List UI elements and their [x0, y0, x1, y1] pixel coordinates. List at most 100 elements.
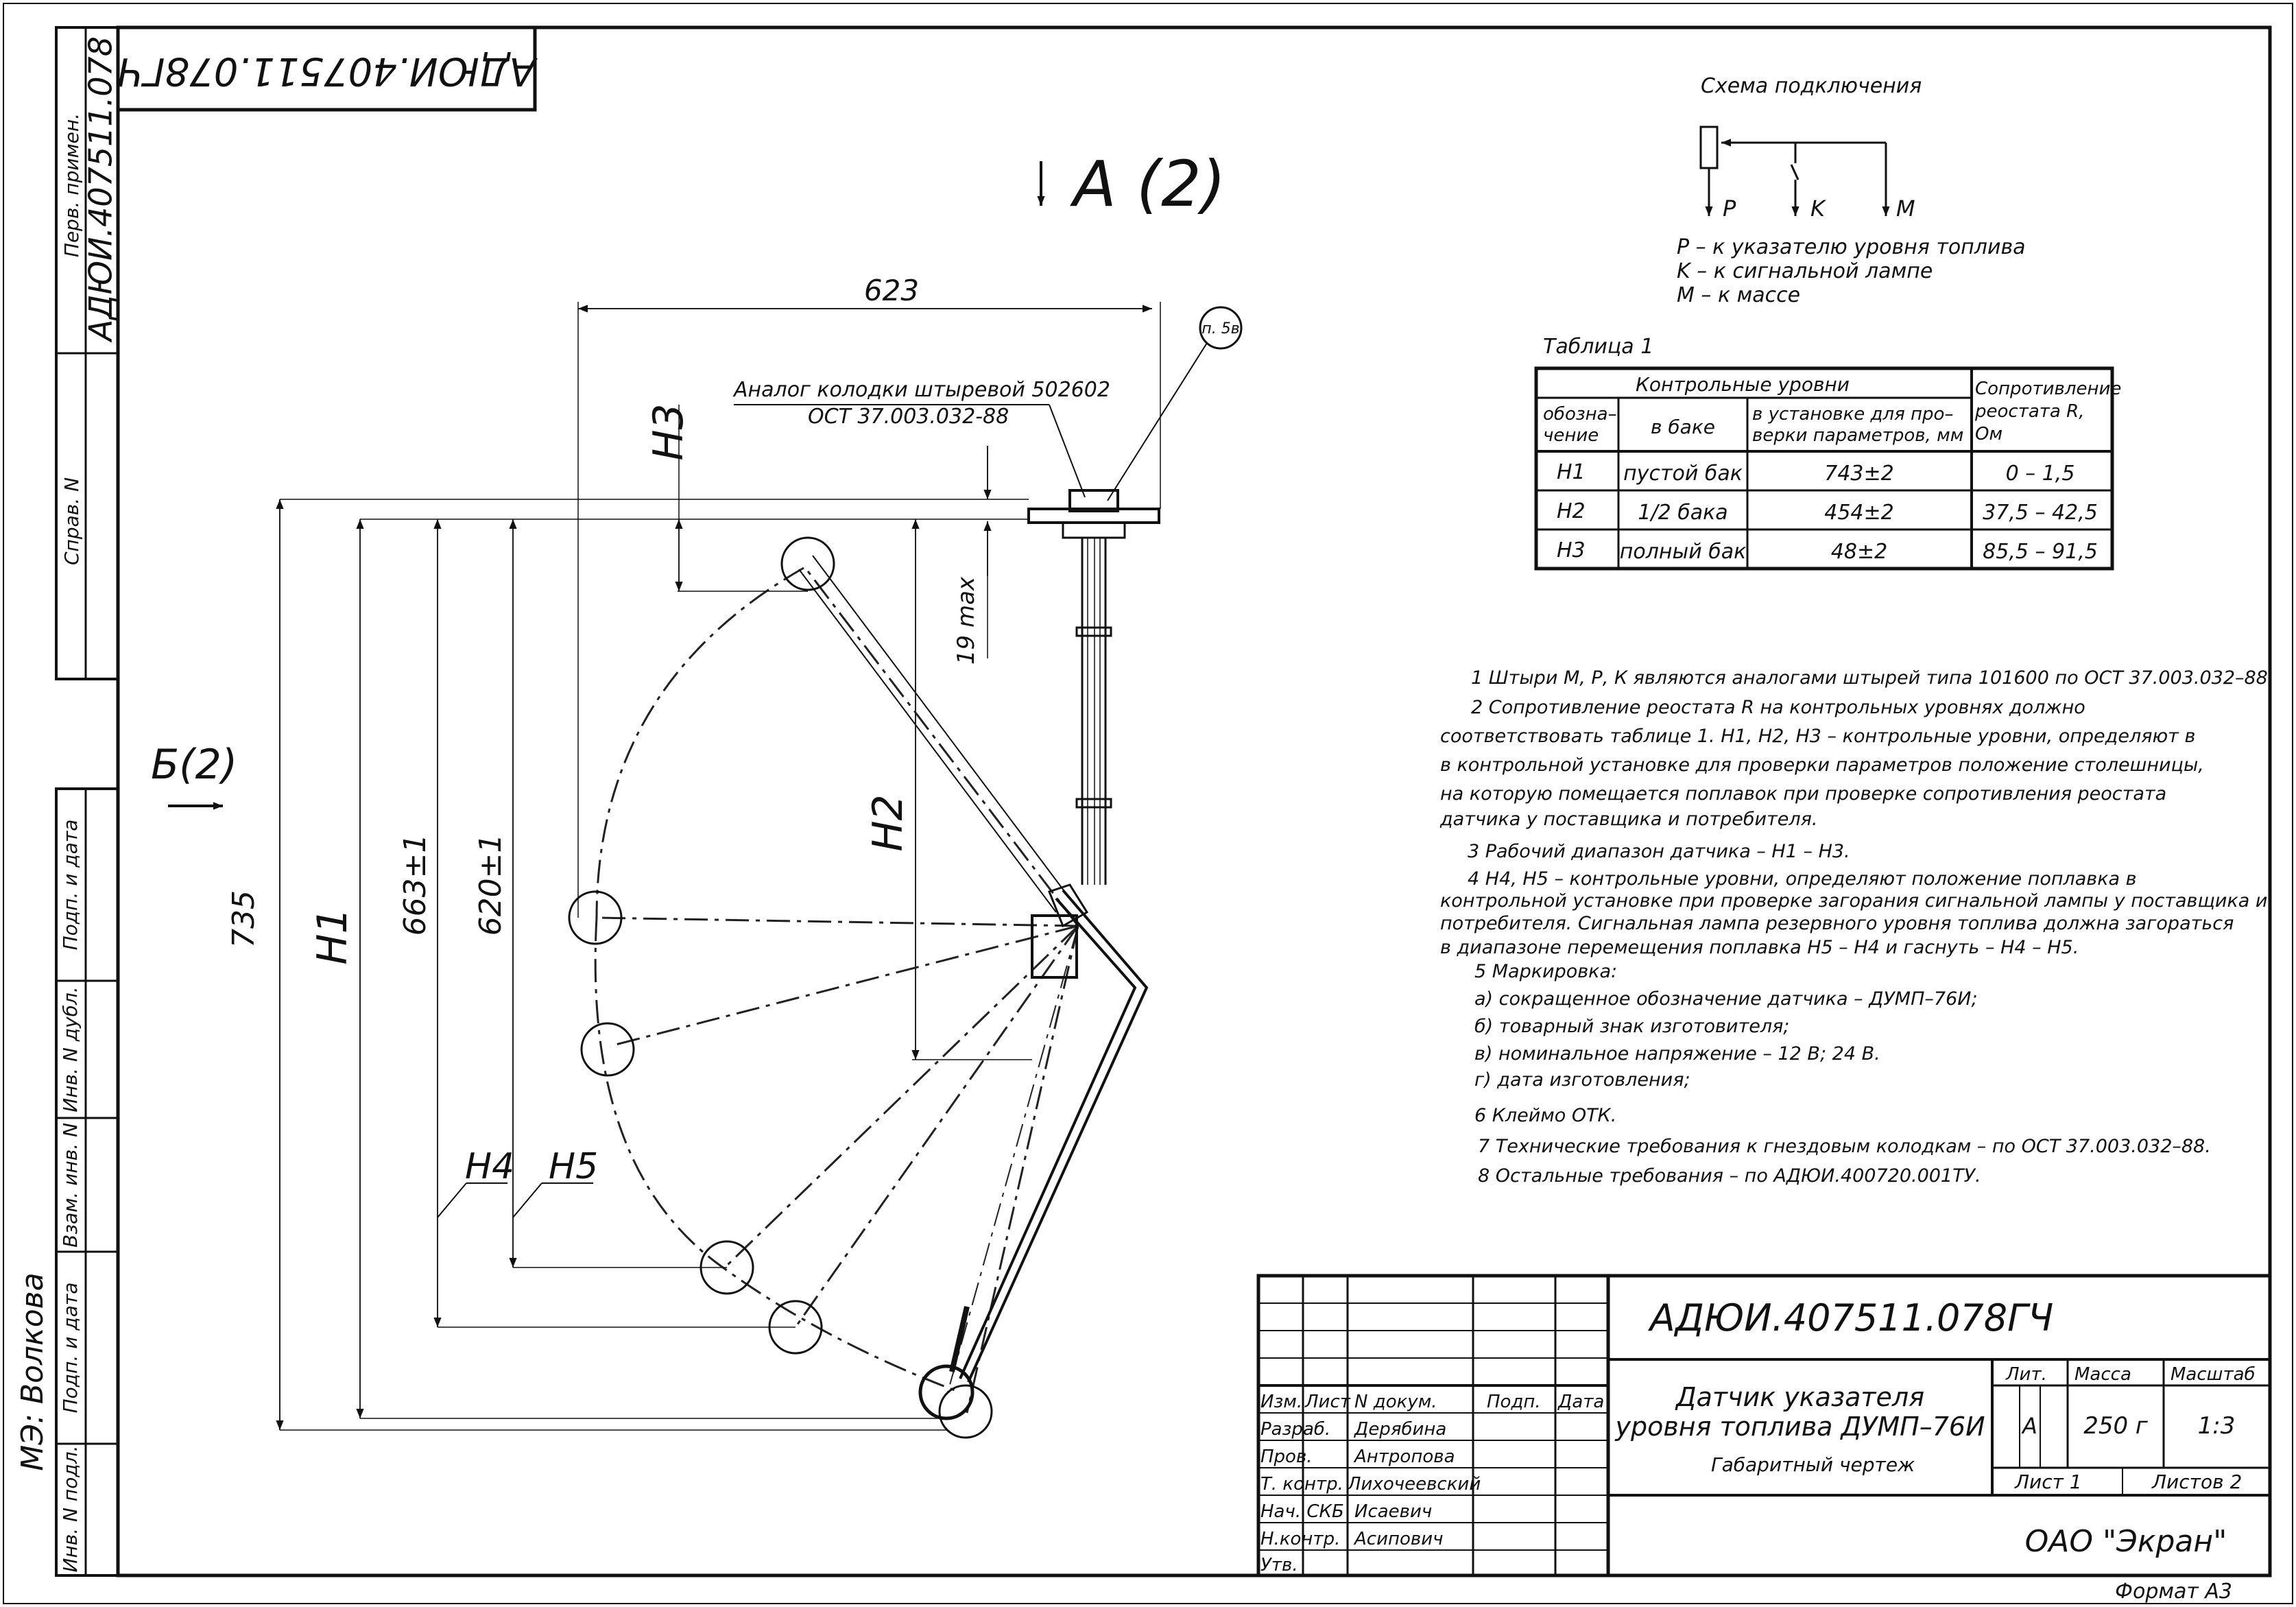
connector-block	[1068, 489, 1119, 512]
podp-data-label-1: Подп. и дата	[59, 820, 82, 951]
tb-lit-value: А	[2021, 1413, 2037, 1439]
scheme-legend-p: P – к указателю уровня топлива	[1677, 235, 2026, 259]
scheme-p-label: P	[1723, 195, 1736, 222]
table-col-setup-1: в установке для про–	[1752, 404, 1953, 425]
technical-notes: 1 Штыри М, Р, К являются аналогами штыре…	[1439, 667, 2273, 1187]
table-header-levels: Контрольные уровни	[1636, 373, 1850, 396]
title-block: Изм. Лист N докум. Подп. Дата Разраб. Де…	[1256, 1274, 2272, 1578]
table-row-2-resist: 37,5 – 42,5	[1983, 501, 2098, 525]
note-line: соответствовать таблице 1. H1, H2, H3 – …	[1440, 726, 2195, 747]
dim-h3-label: H3	[645, 403, 693, 460]
connector-note-line1: Аналог колодки штыревой 502602	[732, 378, 1110, 402]
table-row-2-desig: H2	[1557, 499, 1586, 523]
tb-product-line2: уровня топлива ДУМП–76И	[1615, 1412, 1985, 1442]
scheme-title: Схема подключения	[1701, 74, 1922, 98]
radial-line-5	[794, 925, 1079, 1328]
connector-note-leader	[1049, 404, 1086, 498]
table-row-2-tank: 1/2 бака	[1638, 501, 1727, 525]
table-row-3-resist: 85,5 – 91,5	[1983, 540, 2098, 564]
view-a-marker: А (2)	[1037, 147, 1226, 221]
tb-hdr-list: Лист	[1304, 1392, 1351, 1412]
callout-leader	[1107, 342, 1208, 501]
lever-tip	[949, 1306, 970, 1372]
radial-line-7	[947, 925, 1079, 1393]
side-stamp-text: АДЮИ.407511.078	[82, 36, 119, 343]
tb-name-4: Исаевич	[1354, 1501, 1432, 1522]
tb-role-6: Утв.	[1260, 1555, 1298, 1575]
dim-h2-label: H2	[864, 794, 912, 851]
table-header-resist-1: Сопротивление	[1975, 379, 2121, 399]
float-position-mid	[580, 1022, 635, 1077]
note-line: в) номинальное напряжение – 12 В; 24 В.	[1474, 1043, 1880, 1064]
note-line: на которую помещается поплавок при прове…	[1440, 783, 2166, 805]
float-arc-lower	[594, 917, 961, 1394]
note-line: б) товарный знак изготовителя;	[1474, 1016, 1789, 1037]
scheme-k-label: K	[1810, 195, 1827, 222]
inv-podl-label: Инв. N подл.	[59, 1446, 82, 1573]
table-col-desig-1: обозна–	[1543, 404, 1617, 425]
table-row-1-setup: 743±2	[1824, 462, 1893, 486]
arm-upper-edge-2	[798, 569, 1057, 913]
note-line: потребителя. Сигнальная лампа резервного…	[1440, 913, 2234, 934]
tube-clamp-2	[1075, 798, 1112, 809]
note-line: 2 Сопротивление реостата R на контрольны…	[1471, 697, 2085, 718]
tb-role-4: Нач. СКБ	[1260, 1501, 1344, 1522]
radial-line-1	[802, 565, 1079, 927]
sprav-n-label: Справ. N	[60, 477, 83, 565]
table-row-1-desig: H1	[1557, 460, 1586, 484]
arm-upper-edge-1	[812, 555, 1071, 899]
tb-name-1: Дерябина	[1354, 1419, 1446, 1440]
table-col-tank: в баке	[1651, 416, 1715, 438]
table-caption: Таблица 1	[1543, 335, 1653, 359]
podp-data-label-2: Подп. и дата	[59, 1283, 82, 1414]
note-line: в контрольной установке для проверки пар…	[1440, 754, 2204, 776]
lever-rod-inner	[967, 889, 1149, 1383]
note-line: 3 Рабочий диапазон датчика – H1 – H3.	[1468, 841, 1850, 862]
radial-line-3	[610, 925, 1079, 1047]
radial-line-2	[595, 916, 1079, 927]
tb-role-5: Н.контр.	[1260, 1529, 1340, 1549]
tb-lit-label: Лит.	[2005, 1364, 2047, 1385]
outer-border	[3, 3, 2293, 1604]
tb-mass-label: Масса	[2074, 1364, 2131, 1385]
dim-663-value: 663±1	[398, 834, 433, 936]
dim-overall-value: 735	[226, 890, 261, 948]
table-row-1-tank: пустой бак	[1623, 462, 1743, 486]
flange-under	[1062, 521, 1126, 539]
tb-role-2: Пров.	[1260, 1447, 1313, 1467]
note-line: в диапазоне перемещения поплавка H5 – H4…	[1440, 937, 2079, 958]
dim-19max-label: 19 max	[953, 576, 980, 665]
lever-rod-outer	[959, 897, 1137, 1379]
note-line: 4 H4, H5 – контрольные уровни, определяю…	[1468, 868, 2137, 890]
dim-h4-label: H4	[465, 1146, 514, 1187]
tb-sheet: Лист 1	[2014, 1471, 2082, 1493]
inv-dubl-label: Инв. N дубл.	[59, 986, 82, 1112]
note-line: 6 Клеймо ОТК.	[1474, 1105, 1616, 1126]
tb-name-5: Асипович	[1353, 1529, 1443, 1549]
note-line: г) дата изготовления;	[1474, 1069, 1690, 1091]
view-b-marker: Б(2)	[151, 741, 237, 810]
table-header-resist-2: реостата R,	[1974, 401, 2084, 422]
callout-text: п. 5в	[1201, 320, 1239, 337]
note-line: 7 Технические требования к гнездовым кол…	[1478, 1136, 2211, 1157]
tb-company: ОАО "Экран"	[2025, 1524, 2227, 1559]
scheme-legend-k: K – к сигнальной лампе	[1677, 259, 1933, 283]
float-position-h1-alt	[938, 1384, 993, 1439]
callout-circle	[1199, 306, 1243, 350]
table-col-setup-2: верки параметров, мм	[1752, 425, 1963, 446]
connection-scheme: Схема подключения P K M P – к указателю …	[1677, 74, 2026, 307]
note-line: а) сокращенное обозначение датчика – ДУМ…	[1474, 988, 1978, 1010]
pivot-block	[1048, 883, 1089, 928]
rheostat-body	[1031, 914, 1078, 979]
tb-product-line1: Датчик указателя	[1675, 1382, 1924, 1412]
note-line: 8 Остальные требования – по АДЮИ.400720.…	[1478, 1165, 1981, 1187]
format-label: Формат А3	[2115, 1580, 2232, 1604]
tb-sheets: Листов 2	[2151, 1471, 2242, 1493]
tb-scale-value: 1:3	[2198, 1412, 2236, 1440]
h4-leader	[437, 1182, 467, 1218]
left-strip-lower: Подп. и дата Инв. N дубл. Взам. инв. N П…	[55, 787, 119, 1577]
view-a-label: А (2)	[1070, 147, 1226, 221]
tb-mass-value: 250 г	[2083, 1412, 2149, 1440]
tb-designation: АДЮИ.407511.078ГЧ	[1648, 1296, 2053, 1340]
perv-primen-label: Перв. примен.	[60, 113, 83, 257]
